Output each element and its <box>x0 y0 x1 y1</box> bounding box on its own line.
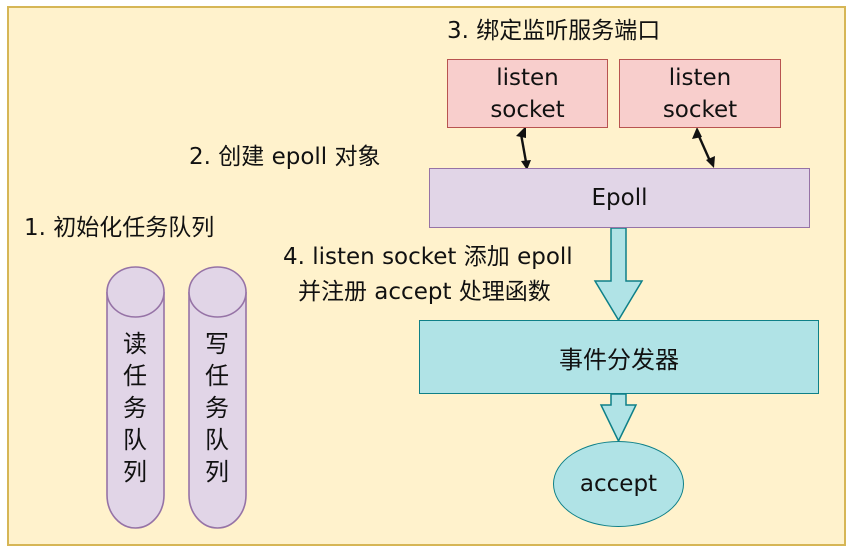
dispatcher-to-accept-arrow <box>599 393 638 443</box>
listen-socket-2-epoll-arrow <box>692 127 715 168</box>
event-dispatcher-node: 事件分发器 <box>419 320 819 394</box>
step-bind-port-label: 3. 绑定监听服务端口 <box>447 18 661 44</box>
read-queue-label: 读 任 务 队 列 <box>105 328 165 488</box>
accept-node: accept <box>553 441 684 527</box>
read-queue-char: 列 <box>123 458 147 486</box>
step-create-epoll-label: 2. 创建 epoll 对象 <box>189 144 381 170</box>
step-add-epoll-label-line2: 并注册 accept 处理函数 <box>298 279 551 305</box>
write-queue-char: 写 <box>205 330 229 358</box>
listen-socket-node-1: listen socket <box>447 59 608 128</box>
step-add-epoll-label-line1: 4. listen socket 添加 epoll <box>283 244 573 270</box>
read-queue-char: 队 <box>123 426 147 454</box>
write-queue-char: 任 <box>205 362 229 390</box>
listen-socket-1-epoll-arrow <box>516 126 531 170</box>
read-queue-char: 读 <box>123 330 147 358</box>
write-queue-cylinder <box>188 266 247 529</box>
write-queue-char: 列 <box>205 458 229 486</box>
write-queue-char: 队 <box>205 426 229 454</box>
listen-socket-node-2: listen socket <box>619 59 781 128</box>
write-queue-char: 务 <box>205 394 229 422</box>
read-queue-char: 任 <box>123 362 147 390</box>
write-queue-label: 写 任 务 队 列 <box>187 328 247 488</box>
epoll-to-dispatcher-arrow <box>593 227 644 322</box>
read-queue-cylinder <box>106 266 165 529</box>
read-queue-char: 务 <box>123 394 147 422</box>
step-init-queue-label: 1. 初始化任务队列 <box>24 215 215 241</box>
epoll-node: Epoll <box>429 168 810 228</box>
